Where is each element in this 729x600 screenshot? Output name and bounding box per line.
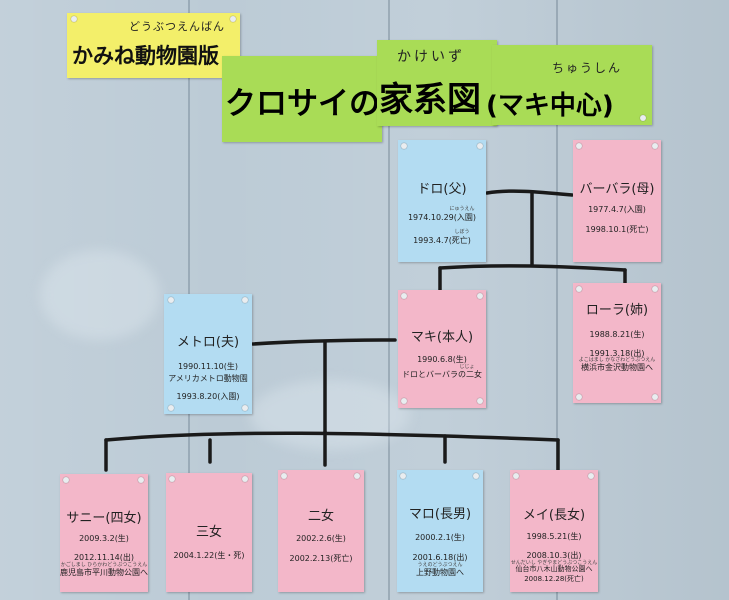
pushpin [576, 286, 582, 292]
pushpin [242, 405, 248, 411]
card-third-daughter: 三女 2004.1.22(生・死) [166, 473, 252, 592]
card-second-daughter: 二女 2002.2.6(生) 2002.2.13(死亡) [278, 470, 364, 592]
card-ruby: よこはまし かなざわどうぶつえん [578, 357, 656, 363]
card-name: マキ(本人) [410, 330, 474, 345]
pushpin [242, 476, 248, 482]
card-ruby: じじょ [459, 364, 475, 370]
headline-part3: (マキ中心) [486, 91, 614, 121]
headline-part1: クロサイの [225, 86, 380, 122]
card-ruby: うえのどうぶつえん [417, 562, 463, 568]
pushpin [281, 473, 287, 479]
card-maro-eldest-son: マロ(長男) 2000.2.1(生) 2001.6.18(出) うえのどうぶつえ… [397, 470, 483, 592]
card-date: 2000.2.1(生) [415, 533, 465, 542]
pushpin [242, 297, 248, 303]
headline-part2-ruby: かけいず [397, 49, 465, 65]
pushpin [640, 115, 646, 121]
pushpin [401, 398, 407, 404]
card-ruby: せんだいし やぎやまどうぶつこうえん [510, 560, 598, 566]
card-name: ドロ(父) [417, 182, 467, 197]
board-seam [556, 0, 558, 600]
wall-stain [250, 380, 410, 450]
card-laura-sister: ローラ(姉) 1988.8.21(生) 1991.3.18(出) よこはまし か… [573, 283, 661, 403]
card-date: 1993.4.7(死亡) [413, 236, 471, 245]
card-note: アメリカメトロ動物園 [168, 374, 248, 383]
card-mei-eldest-daughter: メイ(長女) 1998.5.21(生) 2008.10.3(出) せんだいし や… [510, 470, 598, 592]
card-note: 鹿児島市平川動物公園へ [60, 568, 148, 577]
card-note: 上野動物園へ [416, 568, 464, 577]
card-date: 2001.6.18(出) [412, 553, 468, 562]
card-name: バーバラ(母) [579, 182, 655, 197]
card-barbara-mother: バーバラ(母) 1977.4.7(入園) 1998.10.1(死亡) [573, 140, 661, 262]
card-date: 1993.8.20(入園) [176, 392, 240, 401]
card-maki-self: マキ(本人) 1990.6.8(生) じじょ ドロとバーバラの二女 [398, 290, 486, 408]
card-name: マロ(長男) [408, 507, 472, 522]
card-note: 仙台市八木山動物公園へ [515, 565, 593, 573]
zoo-title: かみね動物園版 [72, 44, 219, 68]
wall-stain [40, 250, 160, 340]
pushpin [477, 143, 483, 149]
card-sunny-fourth-daughter: サニー(四女) 2009.3.2(生) 2012.11.14(出) かごしまし … [60, 474, 148, 592]
pushpin [477, 398, 483, 404]
card-date: 2012.11.14(出) [73, 553, 135, 562]
headline-part2: 家系図 [379, 80, 481, 120]
card-name: 三女 [195, 525, 222, 540]
card-date: 1998.5.21(生) [526, 532, 582, 541]
card-date: 1990.11.10(生) [177, 362, 239, 371]
headline-paper-middle: かけいず 家系図 [377, 40, 497, 126]
card-date: 2009.3.2(生) [79, 534, 129, 543]
card-date: 1991.3.18(出) [589, 349, 645, 358]
pushpin [477, 293, 483, 299]
pushpin [401, 293, 407, 299]
card-date: 2008.12.28(死亡) [524, 575, 584, 583]
board-seam [388, 0, 390, 600]
card-date: 1990.6.8(生) [417, 355, 467, 364]
pushpin [513, 473, 519, 479]
pushpin [230, 16, 236, 22]
card-date: 2002.2.6(生) [296, 534, 346, 543]
pushpin [138, 477, 144, 483]
pushpin [576, 394, 582, 400]
card-name: メトロ(夫) [176, 335, 240, 350]
pushpin [652, 286, 658, 292]
pushpin [63, 477, 69, 483]
card-date: 2002.2.13(死亡) [289, 554, 353, 563]
headline-paper-left: クロサイの [222, 56, 382, 142]
card-ruby: にゅうえん [449, 206, 475, 212]
card-date: 1977.4.7(入園) [588, 205, 646, 214]
pushpin [169, 476, 175, 482]
card-doro-father: ドロ(父) にゅうえん 1974.10.29(入園) しぼう 1993.4.7(… [398, 140, 486, 262]
pushpin [652, 143, 658, 149]
card-date: 1974.10.29(入園) [407, 213, 477, 222]
pushpin [71, 16, 77, 22]
card-note: 横浜市金沢動物園へ [581, 363, 653, 372]
pushpin [473, 473, 479, 479]
pushpin [588, 473, 594, 479]
pushpin [354, 473, 360, 479]
pushpin [401, 143, 407, 149]
pushpin [168, 297, 174, 303]
card-name: メイ(長女) [522, 508, 586, 523]
card-note: ドロとバーバラの二女 [402, 370, 482, 379]
card-ruby: かごしまし ひらかわどうぶつこうえん [60, 562, 148, 568]
card-metoro-husband: メトロ(夫) 1990.11.10(生) アメリカメトロ動物園 1993.8.2… [164, 294, 252, 414]
card-date: 2004.1.22(生・死) [173, 551, 245, 560]
card-name: サニー(四女) [66, 511, 142, 526]
headline-part3-ruby: ちゅうしん [552, 61, 623, 75]
card-name: 二女 [307, 509, 334, 524]
card-date: 1998.10.1(死亡) [585, 225, 649, 234]
card-ruby: しぼう [454, 229, 470, 235]
card-name: ローラ(姉) [585, 303, 649, 318]
pushpin [576, 143, 582, 149]
pushpin [652, 394, 658, 400]
pushpin [400, 473, 406, 479]
zoo-title-sign: どうぶつえんばん かみね動物園版 [67, 13, 240, 78]
card-date: 1988.8.21(生) [589, 330, 645, 339]
headline-paper-right: ちゅうしん (マキ中心) [486, 45, 652, 125]
zoo-title-ruby: どうぶつえんばん [129, 20, 225, 33]
card-date: 2008.10.3(出) [526, 551, 582, 560]
pushpin [168, 405, 174, 411]
